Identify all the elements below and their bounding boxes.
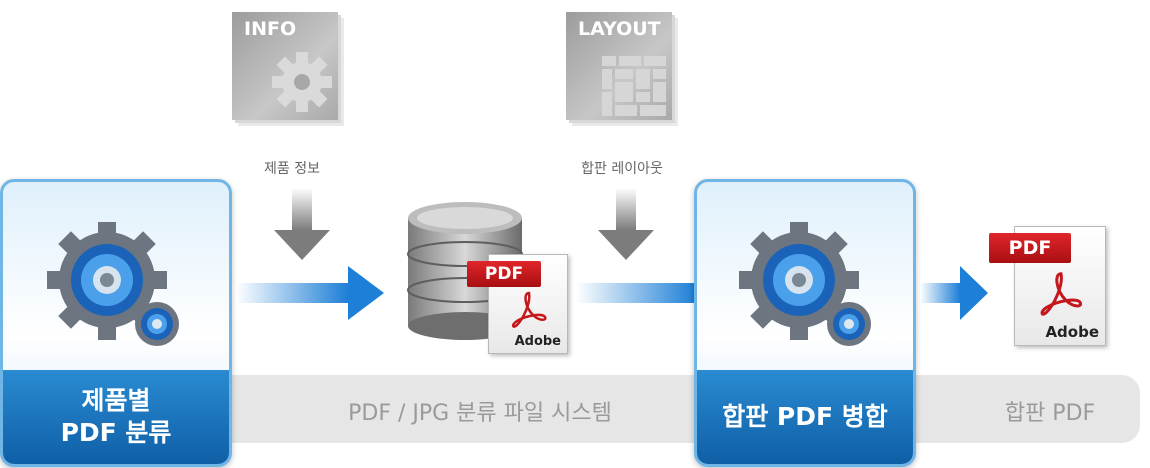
- info-doc-title: INFO: [244, 18, 297, 40]
- layout-caption: 합판 레이아웃: [581, 161, 663, 177]
- arrow-down-icon: [274, 188, 330, 260]
- info-document: INFO: [232, 12, 338, 120]
- merged-pdf-file-icon: PDF Adobe: [989, 226, 1106, 346]
- gear-icon: [739, 222, 871, 346]
- connector-line: [576, 283, 696, 303]
- arrow-down-icon: [598, 188, 654, 260]
- gear-icon: [272, 52, 332, 112]
- layout-grid-icon: [602, 56, 666, 116]
- layout-doc-title: LAYOUT: [578, 18, 661, 40]
- layout-document: LAYOUT: [566, 12, 672, 120]
- arrow-right-icon: [920, 266, 988, 320]
- pdf-tag: PDF: [989, 233, 1071, 263]
- adobe-label: Adobe: [1045, 323, 1099, 341]
- acrobat-icon: [1040, 272, 1083, 316]
- pdf-tag: PDF: [467, 261, 541, 287]
- band-right-text: 합판 PDF: [1004, 401, 1096, 426]
- merge-pdf-box: 합판 PDF 병합: [694, 179, 916, 467]
- merge-pdf-label: 합판 PDF 병합: [697, 370, 913, 464]
- info-caption: 제품 정보: [264, 161, 320, 177]
- gear-icon: [47, 222, 179, 346]
- arrow-right-icon: [236, 266, 384, 320]
- pdf-file-icon: PDF Adobe: [467, 254, 568, 354]
- band-left-text: PDF / JPG 분류 파일 시스템: [348, 401, 612, 426]
- process-band: [200, 375, 1140, 443]
- adobe-label: Adobe: [514, 334, 561, 349]
- acrobat-icon: [512, 291, 547, 328]
